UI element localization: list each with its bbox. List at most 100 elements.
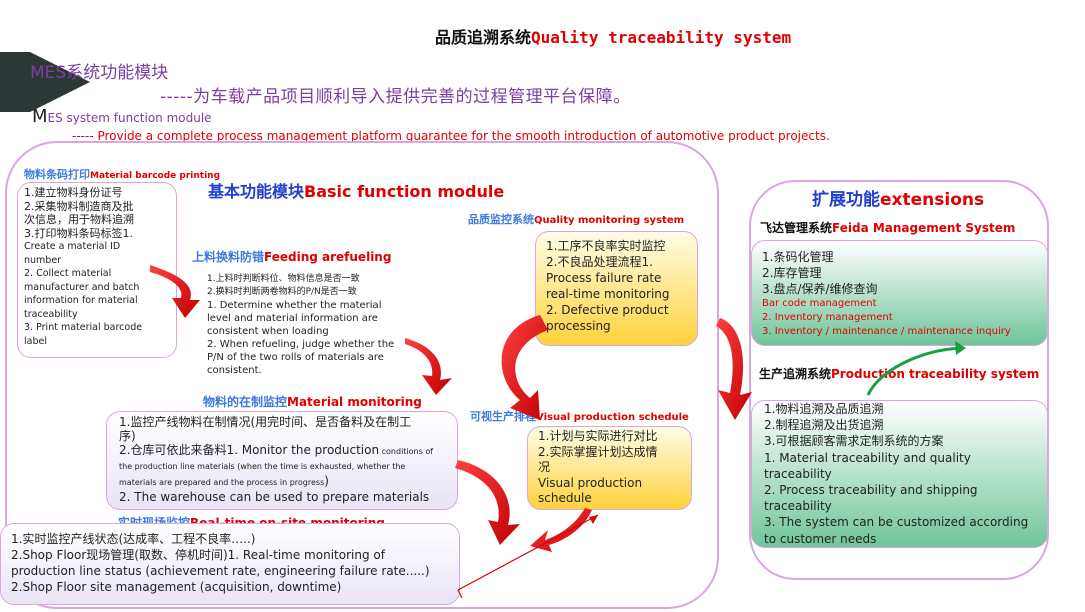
- feida-en-line-1: Bar code management: [762, 298, 877, 309]
- material-line-5-small: materials are prepared and the process i…: [119, 478, 325, 487]
- visual-line-5: schedule: [538, 491, 592, 505]
- material-box: 1.监控产线物料在制情况(用完时间、是否备料及在制工 序) 2.仓库可依此来备料…: [106, 411, 458, 510]
- feida-heading: 飞达管理系统Feida Management System: [760, 219, 1015, 236]
- feeding-line-6: 2. When refueling, judge whether the: [207, 339, 395, 350]
- feeding-line-7: P/N of the two rolls of materials are: [207, 352, 384, 363]
- barcode-heading-en: Material barcode printing: [90, 171, 221, 181]
- mes-title-en-rest: ES system function module: [47, 111, 212, 125]
- visual-heading: 可视生产排程Visual production schedule: [470, 408, 689, 424]
- basic-module-frame: [5, 141, 719, 609]
- feeding-line-4: level and material information are: [207, 313, 378, 324]
- feeding-line-5: consistent when loading: [207, 326, 329, 337]
- mes-subtitle-en: ----- Provide a complete process managem…: [72, 129, 830, 143]
- barcode-line-10: traceability: [24, 308, 78, 320]
- barcode-line-7: 2. Collect material: [24, 268, 112, 279]
- quality-line-4: real-time monitoring: [546, 287, 670, 301]
- visual-line-3: 况: [538, 460, 551, 474]
- mes-title-en-initial: M: [32, 106, 48, 127]
- corner-decoration: [0, 52, 30, 112]
- feeding-line-3: 1. Determine whether the material: [207, 300, 382, 311]
- barcode-line-6: number: [24, 254, 62, 266]
- feida-en-line-2: 2. Inventory management: [762, 312, 893, 323]
- realtime-box: 1.实时监控产线状态(达成率、工程不良率…..)2.Shop Floor现场管理…: [0, 523, 460, 605]
- quality-heading-en: Quality monitoring system: [534, 215, 685, 226]
- material-heading-cn: 物料的在制监控: [203, 395, 288, 409]
- barcode-line-8: manufacturer and batch: [24, 281, 140, 293]
- realtime-line-3: production line status (achievement rate…: [11, 564, 430, 578]
- production-line-2: 2.制程追溯及出货追溯: [764, 418, 884, 433]
- quality-heading-cn: 品质监控系统: [468, 213, 534, 226]
- feida-cn-line-1: 1.条码化管理: [762, 250, 834, 264]
- material-line-3-main: 2.仓库可依此来备料1. Monitor the production: [119, 443, 380, 457]
- quality-line-3: Process failure rate: [546, 271, 662, 285]
- feida-cn-line-3: 3.盘点/保养/维修查询: [762, 282, 878, 296]
- barcode-line-3: 次信息，用于物料追溯: [24, 213, 134, 226]
- production-line-5: traceability: [764, 466, 832, 481]
- material-line-6: 2. The warehouse can be used to prepare …: [119, 490, 430, 504]
- basic-module-heading: 基本功能模块Basic function module: [208, 178, 504, 202]
- barcode-heading-cn: 物料条码打印: [24, 168, 90, 181]
- material-heading-en: Material monitoring: [287, 395, 422, 409]
- page-title: 品质追溯系统Quality traceability system: [435, 24, 791, 48]
- quality-line-5: 2. Defective product: [546, 303, 669, 317]
- green-arrow-head: [955, 341, 966, 355]
- realtime-line-4: 2.Shop Floor site management (acquisitio…: [11, 580, 342, 594]
- corner-arrow-decoration: [30, 52, 90, 112]
- feida-en-lines: Bar code management 2. Inventory manageme…: [762, 297, 1037, 339]
- production-line-8: 3. The system can be customized accordin…: [764, 515, 1029, 530]
- feida-heading-en: Feida Management System: [832, 221, 1016, 235]
- feida-box: 1.条码化管理 2.库存管理 3.盘点/保养/维修查询 Bar code manag…: [751, 240, 1048, 346]
- quality-line-1: 1.工序不良率实时监控: [546, 239, 666, 253]
- basic-module-heading-en: Basic function module: [304, 182, 505, 201]
- curved-arrow-quality: [501, 315, 548, 420]
- feeding-heading-cn: 上料换料防错: [192, 250, 265, 264]
- visual-line-2: 2.实际掌握计划达成情: [538, 444, 658, 459]
- quality-lines: 1.工序不良率实时监控 2.不良品处理流程1. Process failure ra…: [546, 238, 687, 334]
- green-arrow-production-feida: [866, 346, 963, 396]
- feida-heading-cn: 飞达管理系统: [760, 221, 833, 235]
- extensions-heading: 扩展功能extensions: [812, 185, 984, 210]
- mes-subtitle-cn: -----为车载产品项目顺利导入提供完善的过程管理平台保障。: [160, 87, 631, 107]
- barcode-line-5: Create a material ID: [24, 241, 121, 252]
- barcode-line-1: 1.建立物料身份证号: [24, 186, 123, 199]
- production-line-7: traceability: [764, 499, 832, 514]
- visual-heading-en: Visual production schedule: [536, 412, 689, 423]
- production-heading-cn: 生产追溯系统: [759, 367, 832, 381]
- curved-arrow-barcode-feeding: [150, 265, 200, 318]
- feeding-heading-en: Feeding arefueling: [264, 250, 392, 264]
- material-line-3-small: conditions of: [379, 447, 434, 456]
- barcode-line-4: 3.打印物料条码标签1.: [24, 226, 133, 240]
- material-line-2: 序): [119, 429, 136, 443]
- barcode-line-9: information for material: [24, 295, 138, 306]
- curved-arrow-material-realtime: [455, 460, 520, 545]
- production-line-4: 1. Material traceability and quality: [764, 450, 971, 465]
- production-line-1: 1.物料追溯及品质追溯: [764, 402, 884, 416]
- quality-line-6: processing: [546, 319, 611, 333]
- quality-line-2: 2.不良品处理流程1.: [546, 255, 653, 269]
- feida-en-line-3: 3. Inventory / maintenance / maintenance…: [762, 326, 1011, 337]
- quality-box: 1.工序不良率实时监控 2.不良品处理流程1. Process failure ra…: [535, 231, 698, 346]
- page-title-cn: 品质追溯系统: [435, 28, 532, 47]
- page-title-en: Quality traceability system: [531, 28, 792, 47]
- feida-cn-lines: 1.条码化管理 2.库存管理 3.盘点/保养/维修查询: [762, 249, 1037, 297]
- barcode-heading: 物料条码打印Material barcode printing: [24, 166, 220, 182]
- realtime-lines: 1.实时监控产线状态(达成率、工程不良率…..)2.Shop Floor现场管理…: [11, 531, 449, 595]
- mes-title-en: MES system function module: [32, 106, 212, 127]
- quality-heading: 品质监控系统Quality monitoring system: [468, 211, 684, 227]
- extensions-heading-en: extensions: [880, 190, 985, 210]
- extensions-heading-cn: 扩展功能: [812, 190, 880, 210]
- thin-arrow-realtime-visual: [457, 514, 599, 591]
- basic-module-heading-cn: 基本功能模块: [208, 182, 305, 201]
- realtime-line-2: 2.Shop Floor现场管理(取数、停机时间)1. Real-time mo…: [11, 548, 385, 562]
- feida-cn-line-2: 2.库存管理: [762, 266, 822, 280]
- thin-arrow-head-visual: [589, 515, 598, 524]
- feeding-line-8: consistent.: [207, 365, 262, 376]
- curved-arrow-visual: [530, 508, 592, 552]
